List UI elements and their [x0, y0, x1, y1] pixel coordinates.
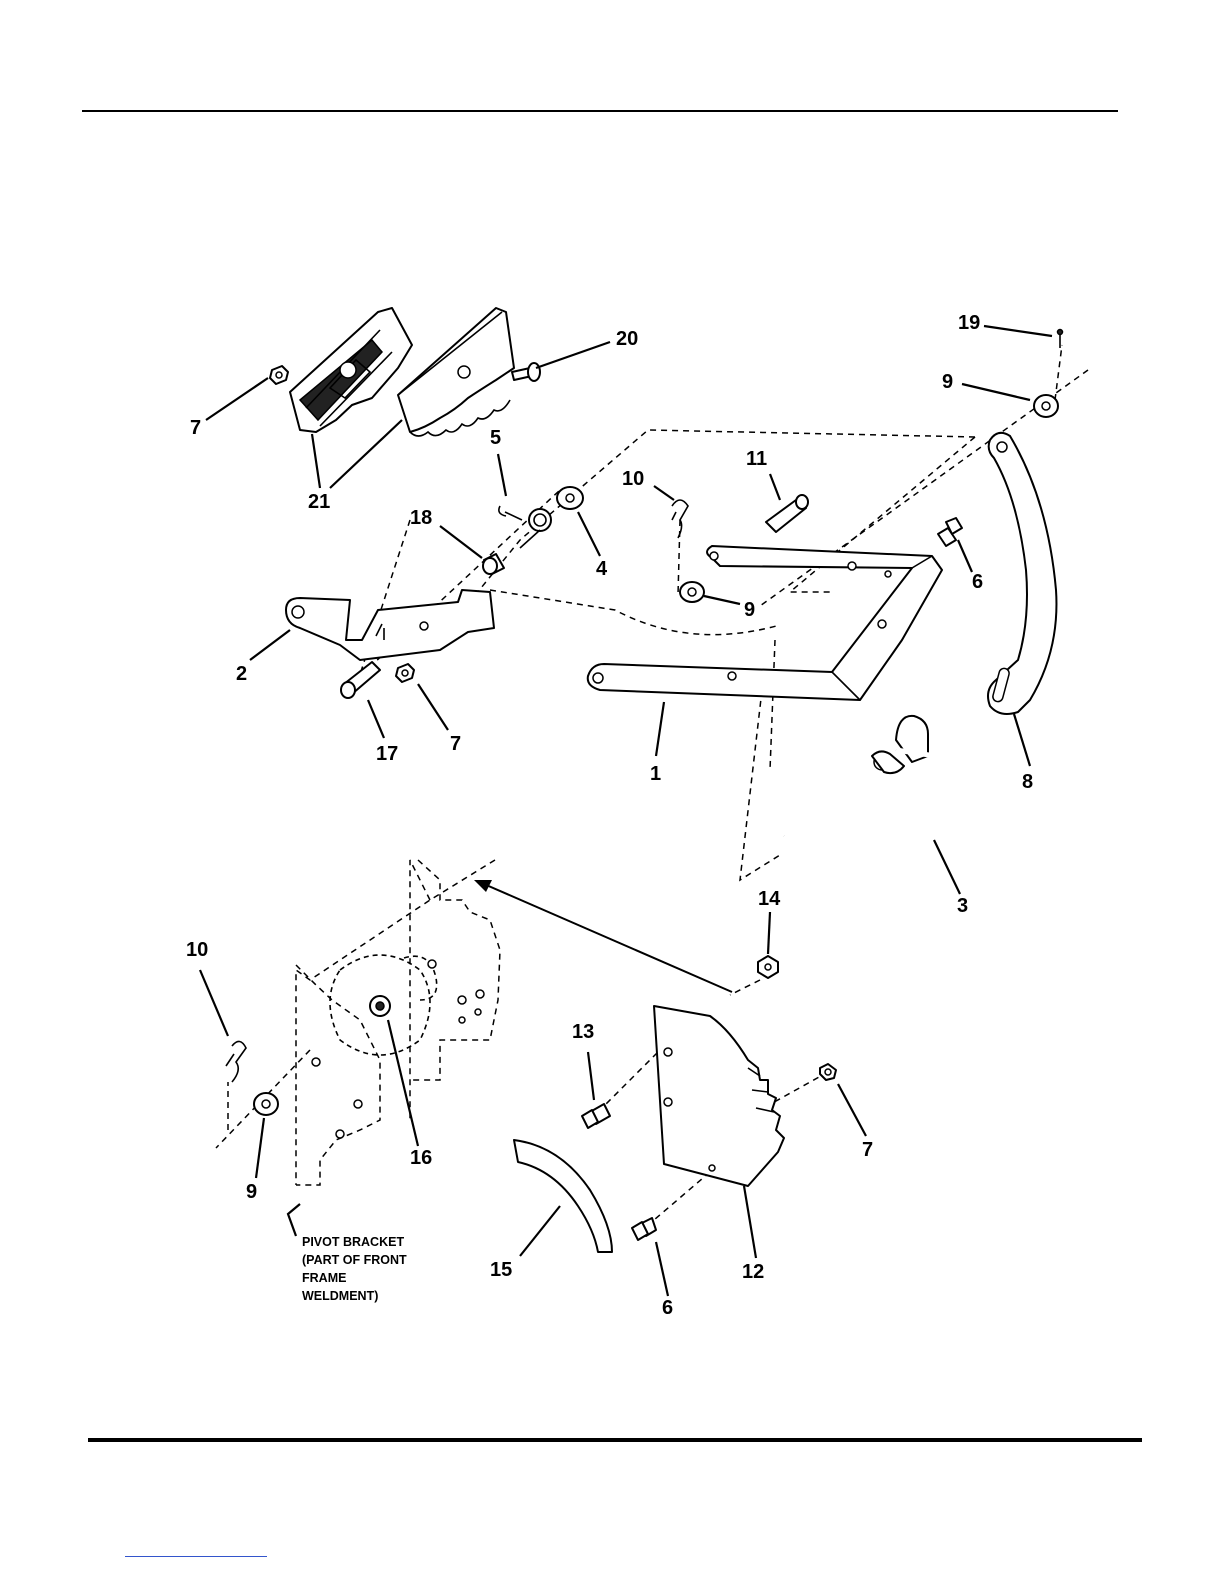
- flat-washer-9b: [680, 582, 704, 602]
- callout-11: 11: [746, 448, 767, 470]
- callout-9-bottom: 9: [246, 1181, 257, 1203]
- callout-7-bottom: 7: [862, 1139, 873, 1161]
- flat-washer-9c: [254, 1093, 278, 1115]
- pedal-carriage-bolt: [512, 363, 540, 381]
- callout-18: 18: [410, 507, 432, 529]
- clevis-pin-17: [341, 662, 380, 698]
- pivot-note-line-1: PIVOT BRACKET: [302, 1235, 404, 1249]
- callout-2: 2: [236, 663, 247, 685]
- callout-8: 8: [1022, 771, 1033, 793]
- callout-9-top: 9: [942, 371, 953, 393]
- callout-20: 20: [616, 328, 638, 350]
- pivot-note-line-2: (PART OF FRONT: [302, 1253, 407, 1267]
- spacer-18: [483, 554, 504, 574]
- height-adjust-link: [988, 433, 1056, 714]
- callout-10-bottom: 10: [186, 939, 208, 961]
- hex-nut-14: [758, 956, 778, 978]
- pedal-arm: [588, 546, 942, 700]
- assembly-arrow: [474, 880, 732, 992]
- callout-4: 4: [596, 558, 608, 580]
- flat-washer-9a: [1034, 395, 1058, 417]
- assembly-lines: [216, 345, 1088, 1232]
- callout-7-mid: 7: [450, 733, 461, 755]
- pedal-bracket: [286, 590, 494, 660]
- pivot-note-line-3: FRAME: [302, 1271, 346, 1285]
- sector-insert: [514, 1140, 612, 1252]
- torsion-spring: [499, 506, 551, 548]
- callout-16: 16: [410, 1147, 432, 1169]
- pivot-shaft-16: [370, 996, 390, 1016]
- callout-13: 13: [572, 1021, 594, 1043]
- bolt-13: [582, 1104, 610, 1128]
- hair-pin-clip-bottom: [226, 1041, 246, 1082]
- callout-19: 19: [958, 312, 980, 334]
- callout-15: 15: [490, 1259, 512, 1281]
- clevis-pin-11: [766, 495, 808, 532]
- foot-pedal-pad: [290, 308, 412, 432]
- callout-5: 5: [490, 427, 501, 449]
- callout-12: 12: [742, 1261, 764, 1283]
- pedal-hex-nut: [270, 366, 288, 384]
- hex-nut-7c: [820, 1064, 836, 1080]
- callout-17: 17: [376, 743, 398, 765]
- hair-pin-clip-top: [672, 500, 688, 538]
- flat-washer-4: [557, 487, 583, 509]
- lift-rod: [784, 716, 978, 877]
- callout-9-mid: 9: [744, 599, 755, 621]
- hex-nut-7b: [396, 664, 414, 682]
- callout-7-top: 7: [190, 417, 201, 439]
- bolt-6b: [632, 1218, 656, 1240]
- callout-21: 21: [308, 491, 330, 513]
- callout-14: 14: [758, 888, 781, 910]
- pivot-note-line-4: WELDMENT): [302, 1289, 378, 1303]
- sector-plate: [654, 1006, 784, 1186]
- callout-1: 1: [650, 763, 661, 785]
- callout-3: 3: [957, 895, 968, 917]
- callout-10-top: 10: [622, 468, 644, 490]
- callout-6-top: 6: [972, 571, 983, 593]
- pivot-bracket-frame: [296, 860, 500, 1185]
- pivot-bracket-note: PIVOT BRACKET (PART OF FRONT FRAME WELDM…: [302, 1235, 407, 1303]
- callout-6-bottom: 6: [662, 1297, 673, 1319]
- pedal-rubber-cover: [398, 308, 514, 436]
